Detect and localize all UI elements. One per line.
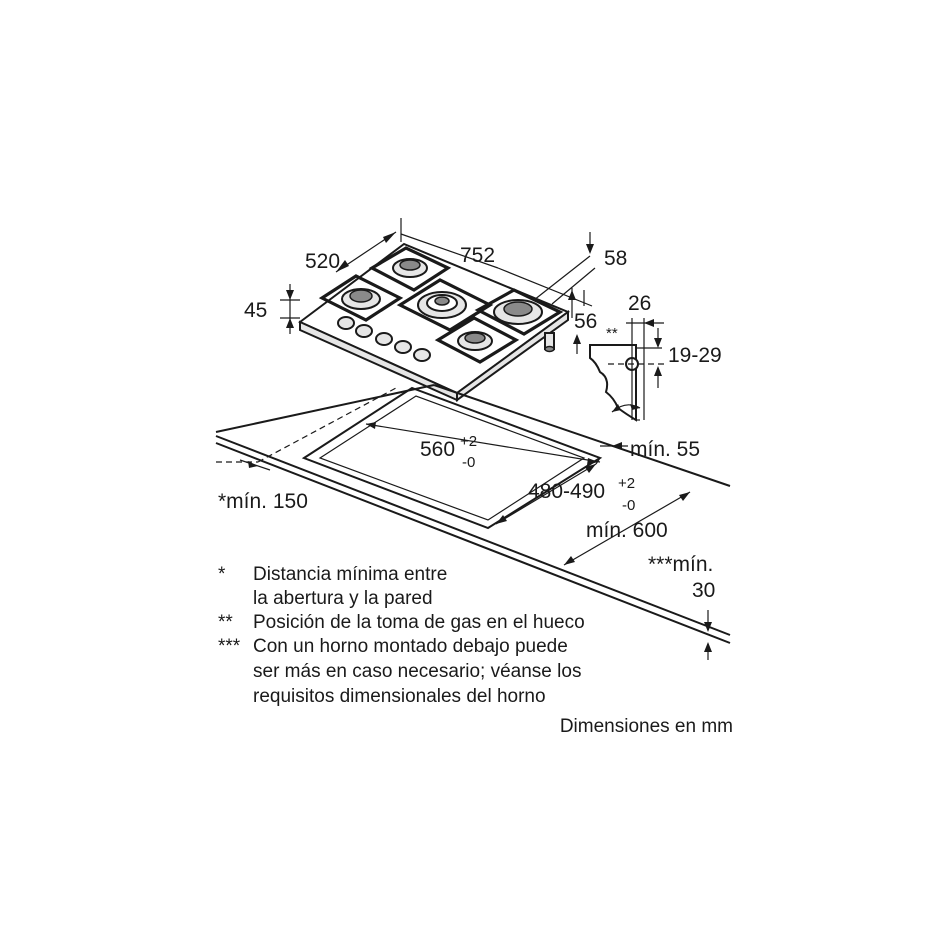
note-3-line-1: Con un horno montado debajo puede [253,636,568,657]
gas-marker-label: ** [606,325,618,342]
control-knobs [337,316,431,362]
note-1-line-1: Distancia mínima entre [253,564,447,585]
knob [355,324,373,338]
knob [394,340,412,354]
gas-connector [544,332,555,353]
countertop-drawing [215,384,731,644]
knob [375,332,393,346]
cutout-depth-label: 480-490 [528,480,605,503]
dim-depth-label: 520 [305,250,340,273]
min-front-label: mín. 55 [630,438,700,461]
knob [337,316,355,330]
dim-height-label: 45 [244,299,267,322]
dim-gas-offset-label: 26 [628,292,651,315]
dim-right-depth-label: 58 [604,247,627,270]
countertop-front-edge-bottom [215,435,731,636]
dim-gas-height-label: 19-29 [668,344,722,367]
note-2-line-1: Posición de la toma de gas en el hueco [253,612,585,633]
burner-front-right [434,316,520,364]
cooktop-right-edge [456,310,569,402]
dim-width-label: 752 [460,244,495,267]
note-1-line-2: la abertura y la pared [253,588,433,609]
units-note: Dimensiones en mm [560,716,733,737]
dim-right-height-label: 56 [574,310,597,333]
knob [413,348,431,362]
countertop-front-edge-top [215,442,731,644]
note-1-marker: * [218,564,226,585]
burner-back-right [474,288,564,336]
gas-inlet-detail [589,318,668,422]
cutout-width-tol-minus: -0 [462,454,475,471]
burner-center-wok [396,278,494,332]
min-below-value: 30 [692,579,715,602]
cutout-dimension-lines [239,422,712,660]
cutout-width-tol-plus: +2 [460,433,477,450]
cooktop-drawing [298,242,571,402]
cooktop-dimension-lines [280,218,596,354]
dimension-labels: 752 520 45 58 56 26 19-29 ** 560 +2 -0 4… [218,244,722,602]
min-below-label: ***mín. [648,553,713,576]
min-depth-label: mín. 600 [586,519,668,542]
footnotes: * Distancia mínima entre la abertura y l… [218,564,733,737]
countertop-back-edge [215,384,435,433]
cutout-depth-tol-minus: -0 [622,497,635,514]
min-wall-label: *mín. 150 [218,490,308,513]
cutout-width-label: 560 [420,438,455,461]
cutout-inner [318,395,586,521]
note-3-line-2: ser más en caso necesario; véanse los [253,661,581,682]
burner-front-left [318,274,404,322]
note-3-marker: *** [218,636,241,657]
burner-back-left [368,246,452,292]
note-3-line-3: requisitos dimensionales del horno [253,686,546,707]
cutout-depth-tol-plus: +2 [618,475,635,492]
note-2-marker: ** [218,612,233,633]
